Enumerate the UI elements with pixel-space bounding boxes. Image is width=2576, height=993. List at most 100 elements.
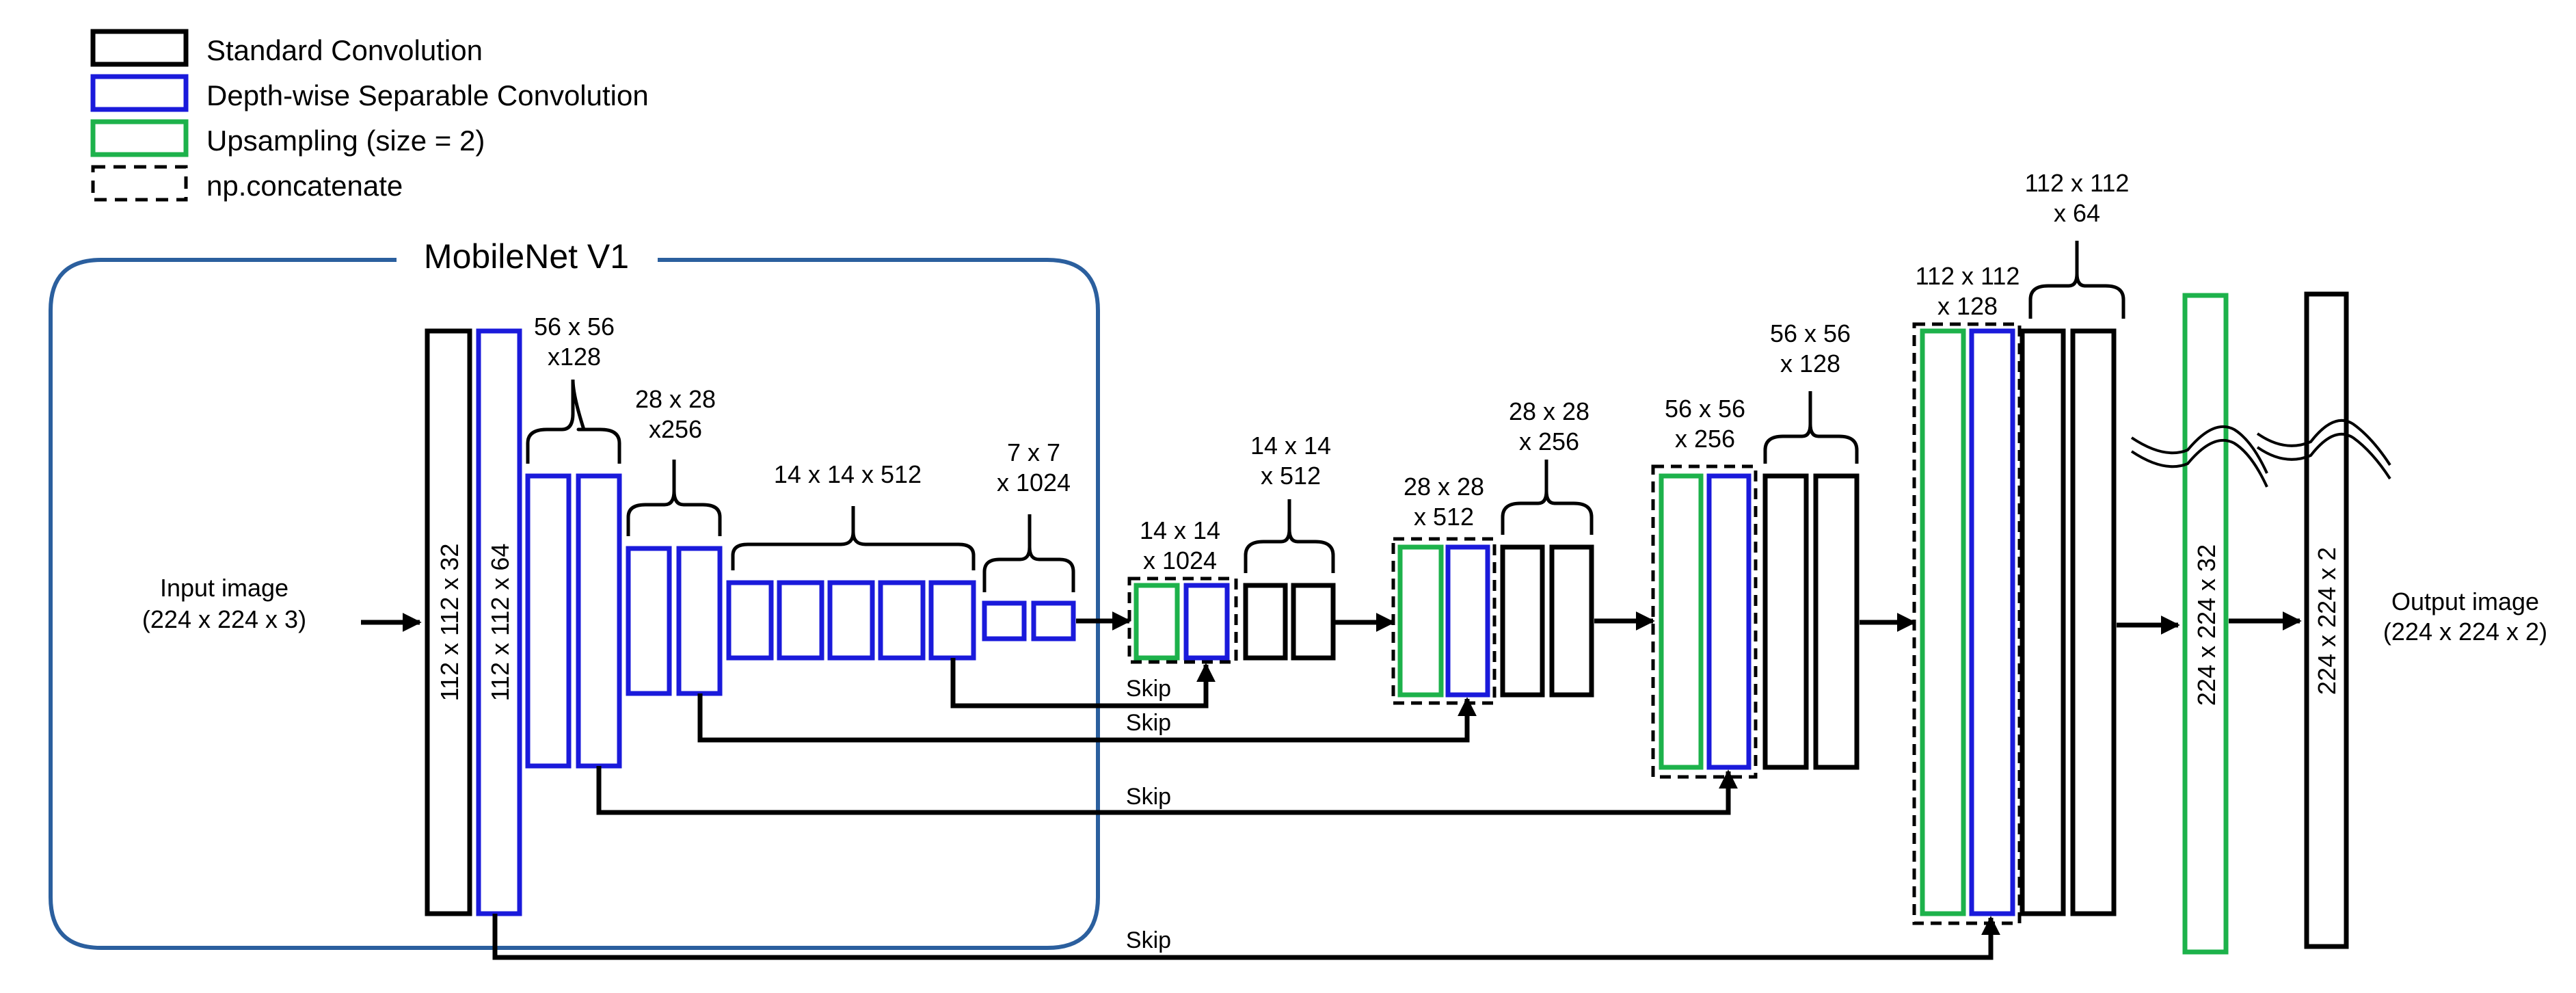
shape-label-line2: x 512 <box>1414 503 1474 531</box>
label-112x112x32: 112 x 112 x 32 <box>435 544 464 702</box>
depthwise-conv-block <box>928 580 976 661</box>
concat-box <box>1912 322 2022 925</box>
depthwise-conv-block <box>1706 473 1752 770</box>
concat-box <box>1127 577 1238 664</box>
encoder-stage-56: 56 x 56 x128 <box>525 313 622 769</box>
output-label-line2: (224 x 224 x 2) <box>2383 618 2547 646</box>
shape-label-line2: x128 <box>548 343 601 371</box>
shape-label-line1: 56 x 56 <box>1665 395 1745 423</box>
concat-stage-112: 112 x 112 x 128 <box>1912 262 2022 925</box>
shape-label-line1: 112 x 112 <box>2025 169 2130 197</box>
standard-conv-block <box>1762 473 1809 770</box>
depthwise-conv-block <box>878 580 926 661</box>
shape-label: 14 x 14 x 512 <box>774 460 922 488</box>
legend-label-concat: np.concatenate <box>206 170 403 202</box>
brace <box>2028 241 2125 319</box>
depthwise-conv-block <box>1031 600 1076 641</box>
input-label: Input image (224 x 224 x 3) <box>142 574 306 633</box>
encoder-stage-28: 28 x 28 x256 <box>626 385 723 696</box>
mobilenet-v1-group: MobileNet V1 <box>49 237 1100 950</box>
mobilenet-title: MobileNet V1 <box>424 237 629 276</box>
input-label-line1: Input image <box>160 574 289 602</box>
shape-label-line1: 56 x 56 <box>1770 319 1851 347</box>
concat-stage-14: 14 x 14 x 1024 <box>1127 516 1238 664</box>
legend: Standard Convolution Depth-wise Separabl… <box>90 29 649 202</box>
shape-label-line1: 28 x 28 <box>1509 397 1589 425</box>
skip-label: Skip <box>1126 784 1171 810</box>
depthwise-conv-block <box>726 580 774 661</box>
shape-label-line1: 56 x 56 <box>534 313 615 341</box>
standard-conv-block <box>1813 473 1860 770</box>
encoder-stage-7: 7 x 7 x 1024 <box>982 438 1076 641</box>
shape-label-line2: x256 <box>649 415 702 443</box>
skip-label: Skip <box>1126 927 1171 953</box>
concat-stage-28: 28 x 28 x 512 <box>1391 473 1497 705</box>
shape-label-line1: 7 x 7 <box>1007 438 1060 466</box>
skip-label: Skip <box>1126 710 1171 736</box>
skip-connection-112: Skip <box>492 914 2000 960</box>
upsampling-block <box>1659 473 1704 770</box>
shape-label-line2: x 128 <box>1780 349 1840 378</box>
standard-conv-block <box>1549 544 1594 698</box>
standard-conv-block-224x2: 224 x 224 x 2 <box>2256 291 2391 949</box>
legend-label-depthwise: Depth-wise Separable Convolution <box>206 79 649 111</box>
concat-box <box>1391 537 1497 705</box>
standard-conv-block <box>1500 544 1545 698</box>
legend-label-standard: Standard Convolution <box>206 34 483 66</box>
depthwise-conv-block <box>777 580 824 661</box>
output-label-line1: Output image <box>2391 587 2539 615</box>
depthwise-conv-block <box>676 546 723 696</box>
shape-label-line1: 28 x 28 <box>635 385 716 413</box>
depthwise-conv-block <box>525 473 572 769</box>
decoder-stage-56: 56 x 56 x 128 <box>1762 319 1860 770</box>
break-mark <box>2256 432 2391 480</box>
depthwise-conv-block <box>1969 328 2015 916</box>
brace <box>626 460 722 536</box>
output-label: Output image (224 x 224 x 2) <box>2383 587 2547 646</box>
shape-label-line2: x 128 <box>1937 292 1998 320</box>
legend-item-concat: np.concatenate <box>91 165 403 202</box>
skip-connection-28: Skip <box>697 693 1477 743</box>
legend-item-upsampling: Upsampling (size = 2) <box>90 119 485 157</box>
depthwise-conv-block <box>1183 583 1230 661</box>
depthwise-conv-block <box>576 473 622 769</box>
shape-label-line1: 28 x 28 <box>1404 473 1484 501</box>
standard-conv-block <box>2070 328 2117 916</box>
concat-stage-56: 56 x 56 x 256 <box>1651 395 1758 779</box>
shape-label-line1: 112 x 112 <box>1916 262 2020 290</box>
legend-item-depthwise: Depth-wise Separable Convolution <box>90 74 649 112</box>
depthwise-conv-block <box>1445 544 1490 698</box>
upsampling-block <box>1133 583 1180 661</box>
depthwise-conv-block <box>982 600 1027 641</box>
input-label-line2: (224 x 224 x 3) <box>142 605 306 633</box>
break-mark <box>2130 425 2268 474</box>
decoder-stage-28: 28 x 28 x 256 <box>1500 397 1594 698</box>
decoder-stage-112: 112 x 112 x 64 <box>2020 169 2130 916</box>
shape-label-line2: x 64 <box>2054 199 2100 227</box>
brace <box>526 379 621 464</box>
upsampling-block <box>1397 544 1444 698</box>
concat-box <box>1651 464 1758 779</box>
skip-label: Skip <box>1126 676 1171 702</box>
break-mark <box>2130 438 2268 488</box>
brace <box>731 506 976 570</box>
label-224x224x32: 224 x 224 x 32 <box>2192 544 2221 706</box>
brace <box>1763 391 1859 464</box>
brace <box>1501 460 1594 535</box>
legend-label-upsampling: Upsampling (size = 2) <box>206 124 485 157</box>
shape-label-line2: x 1024 <box>1143 546 1217 574</box>
shape-label-line1: 14 x 14 <box>1250 432 1331 460</box>
standard-conv-block <box>1243 583 1288 661</box>
skip-connection-56: Skip <box>596 766 1738 815</box>
decoder-stage-14: 14 x 14 x 512 <box>1243 432 1336 661</box>
break-mark <box>2256 419 2391 466</box>
label-112x112x64: 112 x 112 x 64 <box>486 544 514 702</box>
shape-label-line2: x 256 <box>1675 425 1735 453</box>
brace <box>1244 499 1335 573</box>
depthwise-conv-block <box>827 580 875 661</box>
skip-connection-14: Skip <box>950 658 1216 709</box>
standard-conv-block <box>1291 583 1336 661</box>
depthwise-conv-block <box>626 546 672 696</box>
legend-item-standard: Standard Convolution <box>90 29 483 67</box>
